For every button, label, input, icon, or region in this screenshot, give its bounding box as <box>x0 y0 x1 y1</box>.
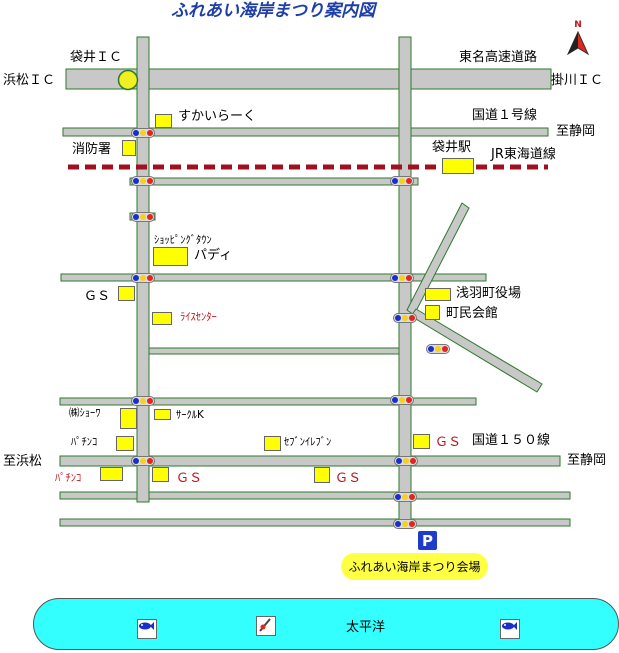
label-gs-southeast: ＧＳ <box>335 471 362 486</box>
label-gs-east: ＧＳ <box>435 435 462 450</box>
traffic-signal-icon <box>131 176 155 186</box>
traffic-signal-icon <box>131 456 155 466</box>
ic-circle-icon <box>117 69 139 91</box>
label-pacific-ocean: 太平洋 <box>346 620 386 635</box>
road-diagonal-south <box>410 308 543 393</box>
building-shoei <box>120 408 137 429</box>
traffic-signal-icon <box>393 492 417 502</box>
label-route150: 国道１５０線 <box>472 433 551 448</box>
road-route1 <box>62 127 549 137</box>
label-gs-west: ＧＳ <box>84 289 111 304</box>
traffic-signal-icon <box>131 128 155 138</box>
building-asaba-office <box>425 288 451 301</box>
building-circle-k <box>154 409 171 420</box>
label-padi: パディ <box>194 248 233 263</box>
building-gs-west <box>118 286 135 301</box>
label-pachinko-2: ﾊﾟﾁﾝｺ <box>55 472 82 484</box>
road-local-180 <box>129 177 419 186</box>
surfboard-icon <box>256 616 276 636</box>
building-pachinko-1 <box>116 436 134 451</box>
road-local-348 <box>147 347 407 355</box>
label-town-hall: 町民会館 <box>446 306 499 321</box>
traffic-signal-icon <box>131 273 155 283</box>
traffic-signal-icon <box>394 456 418 466</box>
label-circle-k: ｻｰｸﾙK <box>176 409 204 421</box>
building-gs-east <box>413 434 430 449</box>
label-fire-station: 消防署 <box>72 142 112 157</box>
traffic-signal-icon <box>393 313 417 323</box>
label-hamamatsu-ic: 浜松ＩＣ <box>3 73 56 88</box>
venue-label: ふれあい海岸まつり会場 <box>341 553 488 580</box>
road-local-493 <box>59 491 571 500</box>
traffic-signal-icon <box>390 395 414 405</box>
road-local-399 <box>59 397 477 406</box>
pacific-ocean <box>33 598 619 650</box>
building-seven-eleven <box>264 436 281 451</box>
traffic-signal-icon <box>131 212 155 222</box>
map-title: ふれあい海岸まつり案内図 <box>171 1 375 21</box>
label-to-shizuoka: 至静岡 <box>556 124 596 139</box>
label-shopping-town: ｼｮｯﾋﾟﾝｸﾞﾀｳﾝ <box>154 234 212 246</box>
label-rice-center: ﾗｲｽｾﾝﾀｰ <box>180 311 217 323</box>
label-seven-eleven: ｾﾌﾞﾝｲﾚﾌﾞﾝ <box>284 436 332 448</box>
building-fukuroi-station <box>442 158 474 174</box>
traffic-signal-icon <box>393 519 417 529</box>
building-town-hall <box>425 305 440 320</box>
label-to-hamamatsu: 至浜松 <box>3 454 43 469</box>
building-rice-center <box>152 312 172 325</box>
label-gs-south: ＧＳ <box>176 471 203 486</box>
parking-icon: P <box>418 531 437 550</box>
label-shoei: ㈱ｼｮｰﾜ <box>69 407 101 419</box>
road-vertical-west <box>136 36 150 503</box>
label-to-shizuoka2: 至静岡 <box>567 453 607 468</box>
fish-icon <box>500 619 520 639</box>
fish-icon <box>137 619 157 639</box>
building-pachinko-2 <box>100 467 123 481</box>
label-fukuroi-station: 袋井駅 <box>432 140 472 155</box>
label-pachinko-1: ﾊﾟﾁﾝｺ <box>71 436 98 448</box>
north-letter: N <box>574 20 582 30</box>
label-sukairaku: すかいらーく <box>178 109 257 124</box>
expressway-tomei <box>65 68 552 90</box>
building-sukairaku <box>155 114 172 128</box>
label-fukuroi-ic: 袋井ＩＣ <box>70 50 123 65</box>
label-tomei: 東名高速道路 <box>459 50 538 65</box>
road-route150 <box>59 455 561 467</box>
building-gs-southeast <box>314 467 330 483</box>
traffic-signal-icon <box>390 273 414 283</box>
building-gs-south <box>152 467 169 482</box>
label-kakegawa-ic: 掛川ＩＣ <box>551 73 604 88</box>
building-fire-station <box>122 140 136 156</box>
north-arrow-icon: N <box>565 18 591 62</box>
traffic-signal-icon <box>131 396 155 406</box>
label-jr-line: JR東海道線 <box>491 147 556 162</box>
traffic-signal-icon <box>426 344 450 354</box>
building-padi <box>153 247 188 266</box>
label-route1: 国道１号線 <box>472 108 538 123</box>
label-asaba-office: 浅羽町役場 <box>456 286 522 301</box>
road-local-520 <box>59 518 571 527</box>
traffic-signal-icon <box>390 176 414 186</box>
road-local-276 <box>60 273 487 282</box>
